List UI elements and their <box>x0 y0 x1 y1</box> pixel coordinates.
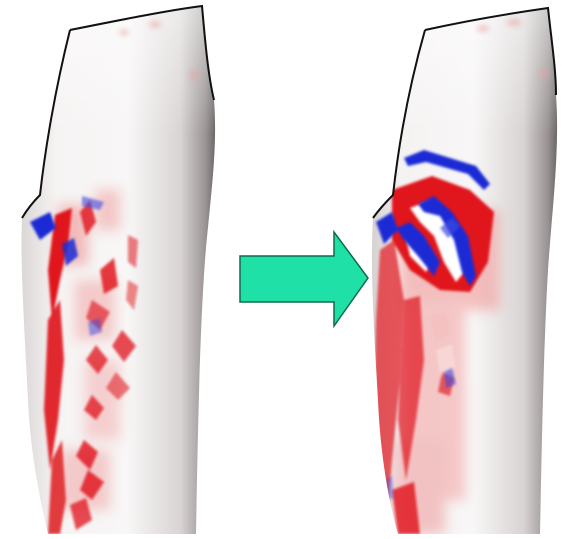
surface-after <box>360 0 576 539</box>
transition-arrow <box>240 232 368 326</box>
surface-before <box>0 0 240 539</box>
